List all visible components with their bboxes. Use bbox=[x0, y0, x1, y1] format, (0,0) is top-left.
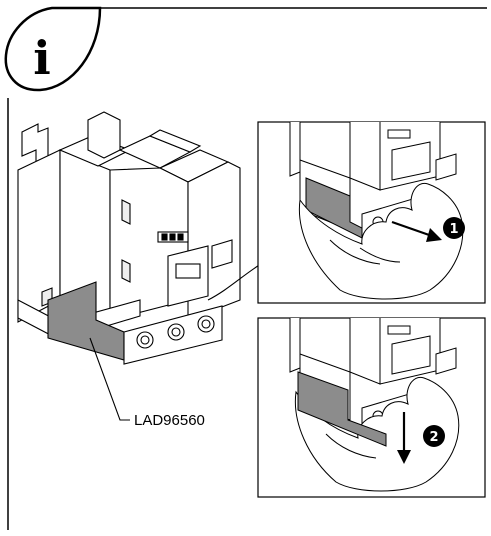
part-leader-line bbox=[89, 337, 130, 421]
svg-text:1: 1 bbox=[449, 222, 458, 237]
pull-out-arrow-head bbox=[426, 228, 442, 242]
detail-panel-step-1: 1 bbox=[257, 121, 486, 304]
info-badge: i bbox=[4, 6, 487, 92]
step-badge-1: 1 bbox=[443, 217, 465, 239]
detail-panel-step-2: 2 bbox=[257, 317, 486, 498]
svg-text:2: 2 bbox=[429, 430, 438, 445]
step-badge-2: 2 bbox=[423, 425, 445, 447]
info-glyph: i bbox=[33, 31, 50, 85]
terminal-shield bbox=[297, 371, 387, 447]
info-icon: i bbox=[4, 6, 102, 92]
pull-out-arrow bbox=[391, 220, 433, 238]
pull-down-arrow-head bbox=[397, 450, 411, 464]
thermal-relay-drawing bbox=[17, 111, 241, 365]
part-label: LAD96560 bbox=[134, 412, 205, 429]
